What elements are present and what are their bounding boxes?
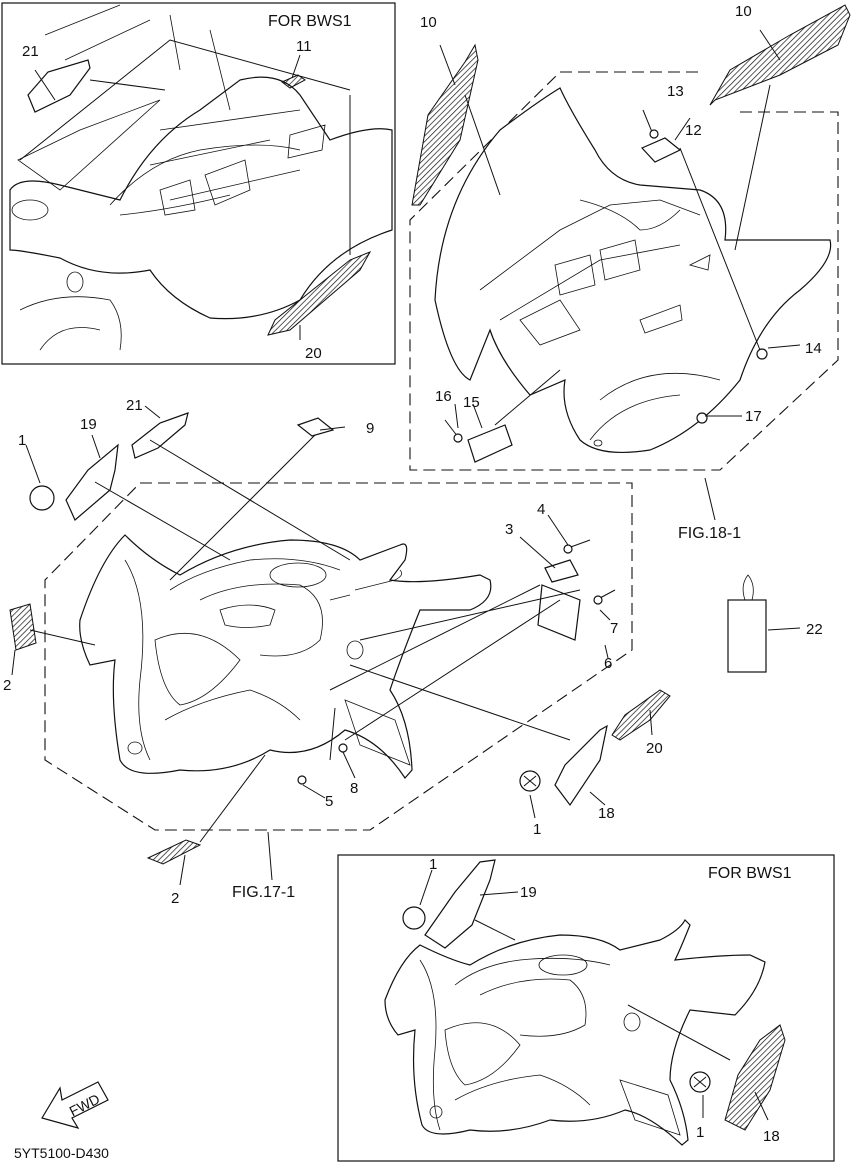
grommet-5 — [297, 775, 307, 785]
reflector-2-bottom — [146, 839, 202, 865]
callout-19-b: 19 — [520, 884, 537, 901]
callout-1-d: 1 — [696, 1124, 704, 1141]
grommet-14 — [756, 348, 768, 360]
bolt-7 — [593, 589, 616, 605]
drawing-code: 5YT5100-D430 — [14, 1145, 109, 1161]
decal-18-inset — [724, 1024, 786, 1131]
decal-19 — [65, 443, 119, 521]
rear-fender-body — [9, 76, 393, 320]
bolt-16 — [444, 419, 463, 443]
emblem-1-inset — [402, 906, 426, 930]
rear-fender-boundary — [409, 71, 839, 471]
callout-3: 3 — [505, 521, 513, 538]
inset-title-bottom: FOR BWS1 — [708, 865, 792, 882]
inset-title: FOR BWS1 — [268, 13, 352, 30]
callout-16: 16 — [435, 388, 452, 405]
decal-21-inset — [27, 59, 91, 113]
decal-20-inset — [267, 251, 372, 336]
callout-19-a: 19 — [80, 416, 97, 433]
callout-13: 13 — [667, 83, 684, 100]
callout-1-a: 1 — [18, 432, 26, 449]
decal-20 — [611, 689, 671, 741]
callout-21: 21 — [22, 43, 39, 60]
bolt-13 — [642, 109, 659, 139]
decal-9 — [296, 417, 335, 437]
fwd-arrow: FWD — [41, 1081, 109, 1129]
callout-2-b: 2 — [171, 890, 179, 907]
callout-18-b: 18 — [763, 1128, 780, 1145]
fig-ref-rear: FIG.18-1 — [678, 525, 741, 542]
callout-1-c: 1 — [429, 856, 437, 873]
callout-18-a: 18 — [598, 805, 615, 822]
decal-10-left — [411, 43, 479, 206]
decal-10-right — [709, 4, 851, 106]
fig-ref-front: FIG.17-1 — [232, 884, 295, 901]
grommet-8 — [338, 743, 348, 753]
callout-9: 9 — [366, 420, 374, 437]
plate-6 — [537, 584, 581, 641]
callout-14: 14 — [805, 340, 822, 357]
rear-fender-group: 10 10 13 12 14 17 16 15 FIG.18-1 — [409, 3, 851, 542]
callout-20: 20 — [305, 345, 322, 362]
callout-8: 8 — [350, 780, 358, 797]
callout-15: 15 — [463, 394, 480, 411]
rear-fender — [434, 87, 832, 454]
inset-top-left: FOR BWS1 21 11 20 — [1, 2, 396, 365]
callout-6: 6 — [604, 655, 612, 672]
front-fender-boundary — [44, 482, 633, 831]
callout-11: 11 — [296, 38, 312, 55]
callout-1-b: 1 — [533, 821, 541, 838]
inset-bottom-right: FOR BWS1 1 19 1 18 — [337, 854, 835, 1162]
callout-22: 22 — [806, 621, 823, 638]
callout-2-a: 2 — [3, 677, 11, 694]
callout-4: 4 — [537, 501, 545, 518]
front-fender-group: 1 19 21 9 2 2 4 3 7 6 8 5 1 18 20 22 FIG… — [3, 397, 823, 907]
callout-10-right: 10 — [735, 3, 752, 20]
tag-22 — [727, 599, 767, 673]
decal-21 — [131, 412, 189, 459]
emblem-1 — [29, 485, 55, 511]
grommet-17 — [696, 412, 708, 424]
callout-17: 17 — [745, 408, 762, 425]
decal-19-inset — [424, 859, 496, 949]
bolt-4 — [563, 539, 591, 554]
callout-7: 7 — [610, 620, 618, 637]
callout-10-left: 10 — [420, 14, 437, 31]
callout-21-b: 21 — [126, 397, 143, 414]
plate-15 — [467, 424, 513, 463]
decal-18 — [554, 724, 608, 807]
decal-12 — [640, 137, 682, 163]
callout-12: 12 — [685, 122, 702, 139]
callout-5: 5 — [325, 793, 333, 810]
front-fender — [79, 534, 492, 779]
reflector-2-top — [9, 603, 37, 651]
decal-3 — [544, 559, 579, 583]
callout-20-b: 20 — [646, 740, 663, 757]
